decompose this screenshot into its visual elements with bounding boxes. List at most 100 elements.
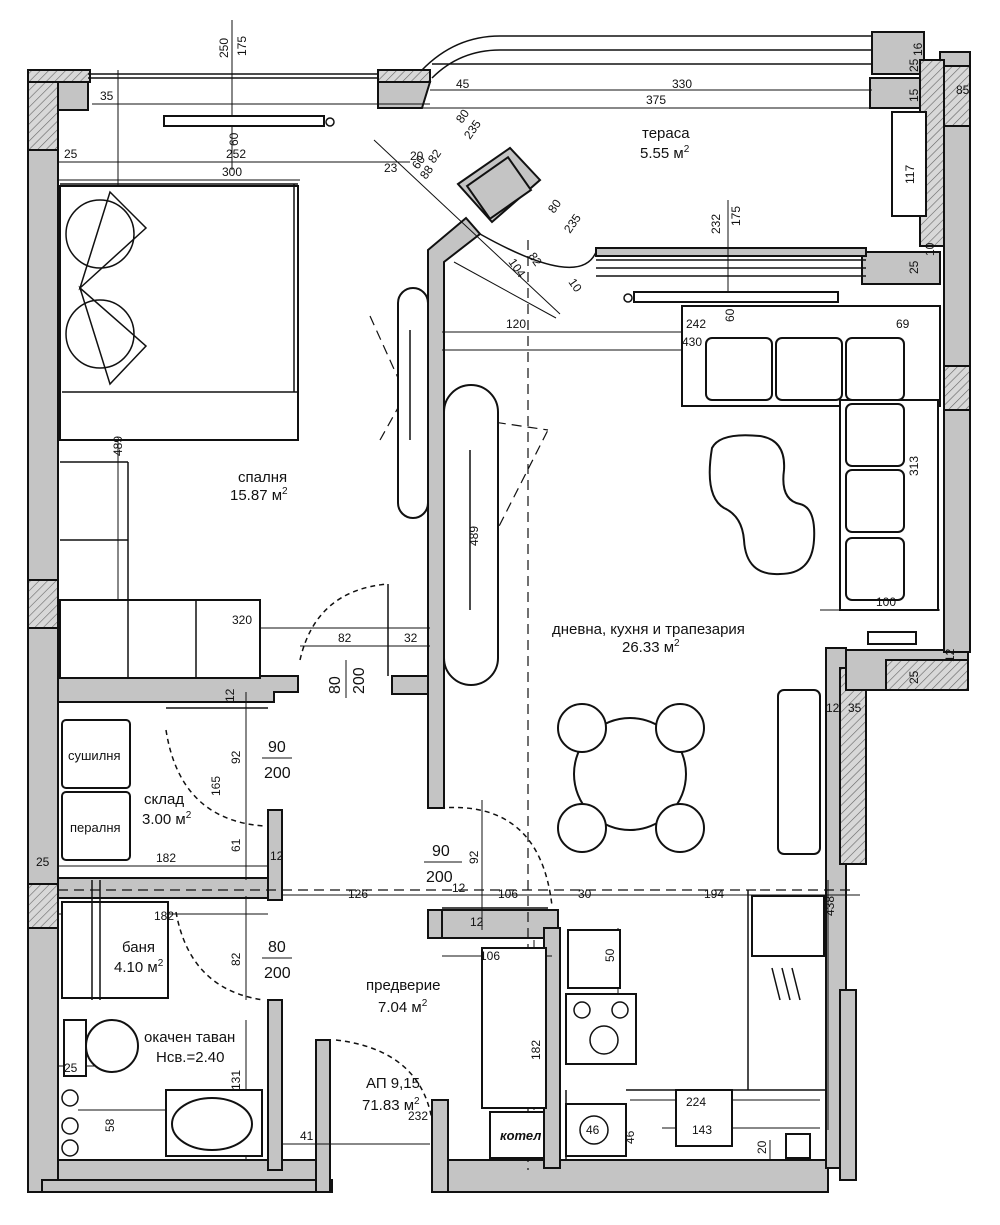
dim-143: 143 (692, 1123, 712, 1137)
dim-60: 60 (227, 132, 241, 146)
dim-224: 224 (686, 1095, 706, 1109)
dim-50: 50 (603, 948, 617, 962)
room-labels: спалня 15.87 м2 дневна, кухня и трапезар… (68, 125, 745, 1143)
door-storage-width: 90 (268, 739, 286, 756)
boiler-label: котел (500, 1128, 541, 1143)
dim-41: 41 (300, 1129, 314, 1143)
wardrobe (59, 461, 261, 679)
dim-35: 35 (100, 89, 114, 103)
bed (59, 183, 299, 441)
dim-10-b: 10 (923, 242, 937, 256)
dim-242: 242 (686, 317, 706, 331)
dim-61: 61 (229, 838, 243, 852)
sofa (681, 305, 941, 611)
dim-45: 45 (456, 77, 470, 91)
dim-12: 12 (943, 648, 957, 662)
dim-489-bed: 489 (111, 436, 125, 456)
dim-60-c: 60 (723, 308, 737, 322)
dim-235-b: 235 (561, 211, 584, 236)
door-bath-width: 80 (268, 939, 286, 956)
dim-46: 46 (586, 1123, 600, 1137)
dim-32: 32 (404, 631, 418, 645)
door-labels: 80 200 90 200 90 200 80 200 (262, 660, 462, 982)
door-bedroom-width: 80 (327, 676, 344, 694)
washer-label: пералня (70, 820, 121, 835)
dim-330: 330 (672, 77, 692, 91)
dim-320: 320 (232, 613, 252, 627)
windows (163, 111, 927, 645)
dim-82: 82 (425, 146, 444, 165)
room-name-storage: склад (144, 791, 184, 808)
interior-walls (57, 146, 867, 1193)
dim-12-b: 12 (826, 701, 840, 715)
room-area-hall: 7.04 м2 (378, 998, 428, 1016)
room-name-bedroom: спалня (238, 469, 287, 486)
dim-120: 120 (506, 317, 526, 331)
dim-10: 10 (566, 276, 585, 295)
dim-82-c: 82 (338, 631, 352, 645)
door-bedroom-height: 200 (351, 667, 368, 694)
dim-252: 252 (226, 147, 246, 161)
dim-92-b: 92 (467, 850, 481, 864)
dim-16: 16 (911, 42, 925, 56)
room-name-living: дневна, кухня и трапезария (552, 621, 745, 638)
dim-25-f: 25 (64, 1061, 78, 1075)
dim-117: 117 (903, 165, 917, 184)
kitchen (481, 890, 826, 1160)
coffee-table (708, 434, 816, 576)
dim-12-e: 12 (452, 881, 466, 895)
dim-232: 232 (709, 214, 723, 234)
dim-82-b: 82 (526, 250, 545, 269)
dim-25-d: 25 (907, 670, 921, 684)
dim-250: 250 (217, 38, 231, 58)
room-area-storage: 3.00 м2 (142, 810, 192, 828)
dim-25-e: 25 (36, 855, 50, 869)
dryer-label: сушилня (68, 748, 121, 763)
dim-194: 194 (704, 887, 724, 901)
dim-106: 106 (498, 887, 518, 901)
dim-25-c: 25 (907, 260, 921, 274)
dim-131: 131 (229, 1070, 243, 1090)
dim-175-b: 175 (729, 206, 743, 226)
dim-92: 92 (229, 750, 243, 764)
dim-15: 15 (907, 88, 921, 102)
dim-20-b: 20 (755, 1140, 769, 1154)
dim-375: 375 (646, 93, 666, 107)
dim-313: 313 (907, 456, 921, 476)
dim-20: 20 (410, 149, 424, 163)
dining-set (557, 689, 821, 855)
bathroom-fixtures (61, 880, 263, 1157)
dim-82-d: 82 (229, 952, 243, 966)
door-swings (165, 583, 553, 1121)
dim-232-b: 232 (408, 1109, 428, 1123)
dim-438: 438 (823, 896, 837, 916)
laundry (61, 707, 268, 861)
dim-25: 25 (64, 147, 78, 161)
dim-25-b: 25 (907, 58, 921, 72)
dim-12-f: 12 (470, 915, 484, 929)
door-living-width: 90 (432, 843, 450, 860)
dim-175: 175 (235, 36, 249, 56)
room-area-terrace: 5.55 м2 (640, 144, 690, 162)
dim-23: 23 (384, 161, 398, 175)
dim-165: 165 (209, 776, 223, 796)
dim-182-b: 182 (154, 909, 174, 923)
dim-35-b: 35 (848, 701, 862, 715)
ceiling-height: Нсв.=2.40 (156, 1049, 224, 1066)
dim-104: 104 (506, 256, 529, 281)
room-name-terrace: тераса (642, 125, 690, 142)
dim-182-c: 182 (529, 1040, 543, 1060)
dim-69: 69 (896, 317, 910, 331)
dim-182: 182 (156, 851, 176, 865)
dim-489-living: 489 (467, 526, 481, 546)
apartment-name: АП 9,15 (366, 1075, 420, 1092)
dim-46-b: 46 (623, 1130, 637, 1144)
room-name-hall: предверие (366, 977, 440, 994)
room-area-bath: 4.10 м2 (114, 958, 164, 976)
exterior-walls (27, 31, 971, 1193)
door-living-height: 200 (426, 869, 453, 886)
dim-85: 85 (956, 83, 970, 97)
sliding-doors (397, 287, 499, 686)
ceiling-note: окачен таван (144, 1029, 235, 1046)
